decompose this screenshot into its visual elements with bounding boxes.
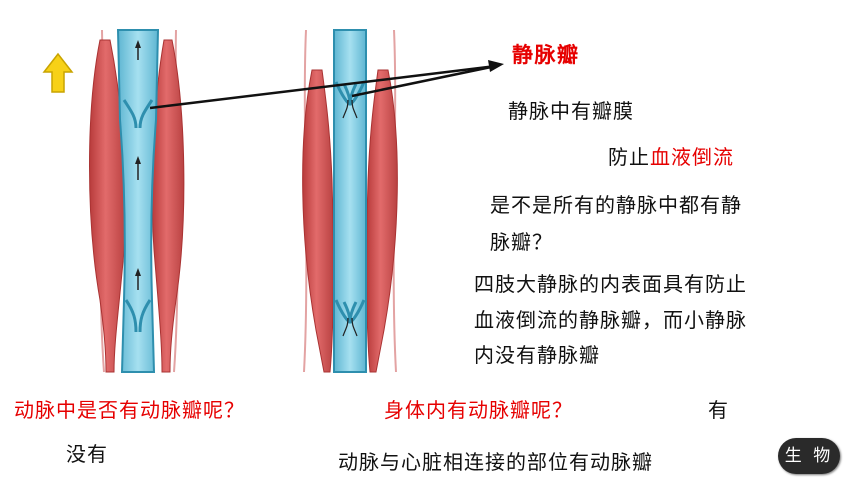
left-muscle: [302, 69, 334, 373]
question-artery: 动脉中是否有动脉瓣呢？: [14, 398, 245, 422]
answer-line1: 四肢大静脉的内表面具有防止: [474, 272, 747, 296]
up-arrow-icon: [42, 52, 74, 93]
answer-heart: 动脉与心脏相连接的部位有动脉瓣: [338, 450, 653, 474]
answer-line2: 血液倒流的静脉瓣，而小静脉: [474, 308, 747, 332]
vein: [116, 29, 160, 373]
question-all-veins-line2: 脉瓣？: [490, 230, 553, 254]
left-vein-illustration: [89, 29, 185, 373]
right-muscle: [366, 69, 398, 373]
question-all-veins-line1: 是不是所有的静脉中都有静: [490, 193, 742, 217]
right-vein-illustration: [302, 29, 398, 373]
prevent-highlight: 血液倒流: [650, 145, 734, 169]
answer-line3: 内没有静脉瓣: [474, 343, 600, 367]
prevent-backflow-text: 防止血液倒流: [608, 143, 734, 171]
valve-membrane-text: 静脉中有瓣膜: [508, 99, 634, 123]
valve-title: 静脉瓣: [512, 43, 580, 67]
prevent-prefix: 防止: [608, 145, 650, 169]
vein: [333, 29, 367, 373]
answer-body: 有: [708, 398, 729, 422]
answer-artery: 没有: [66, 442, 108, 466]
pointer-arrows: [149, 60, 504, 110]
question-body: 身体内有动脉瓣呢？: [384, 398, 573, 422]
subject-badge: 生 物: [778, 438, 840, 474]
